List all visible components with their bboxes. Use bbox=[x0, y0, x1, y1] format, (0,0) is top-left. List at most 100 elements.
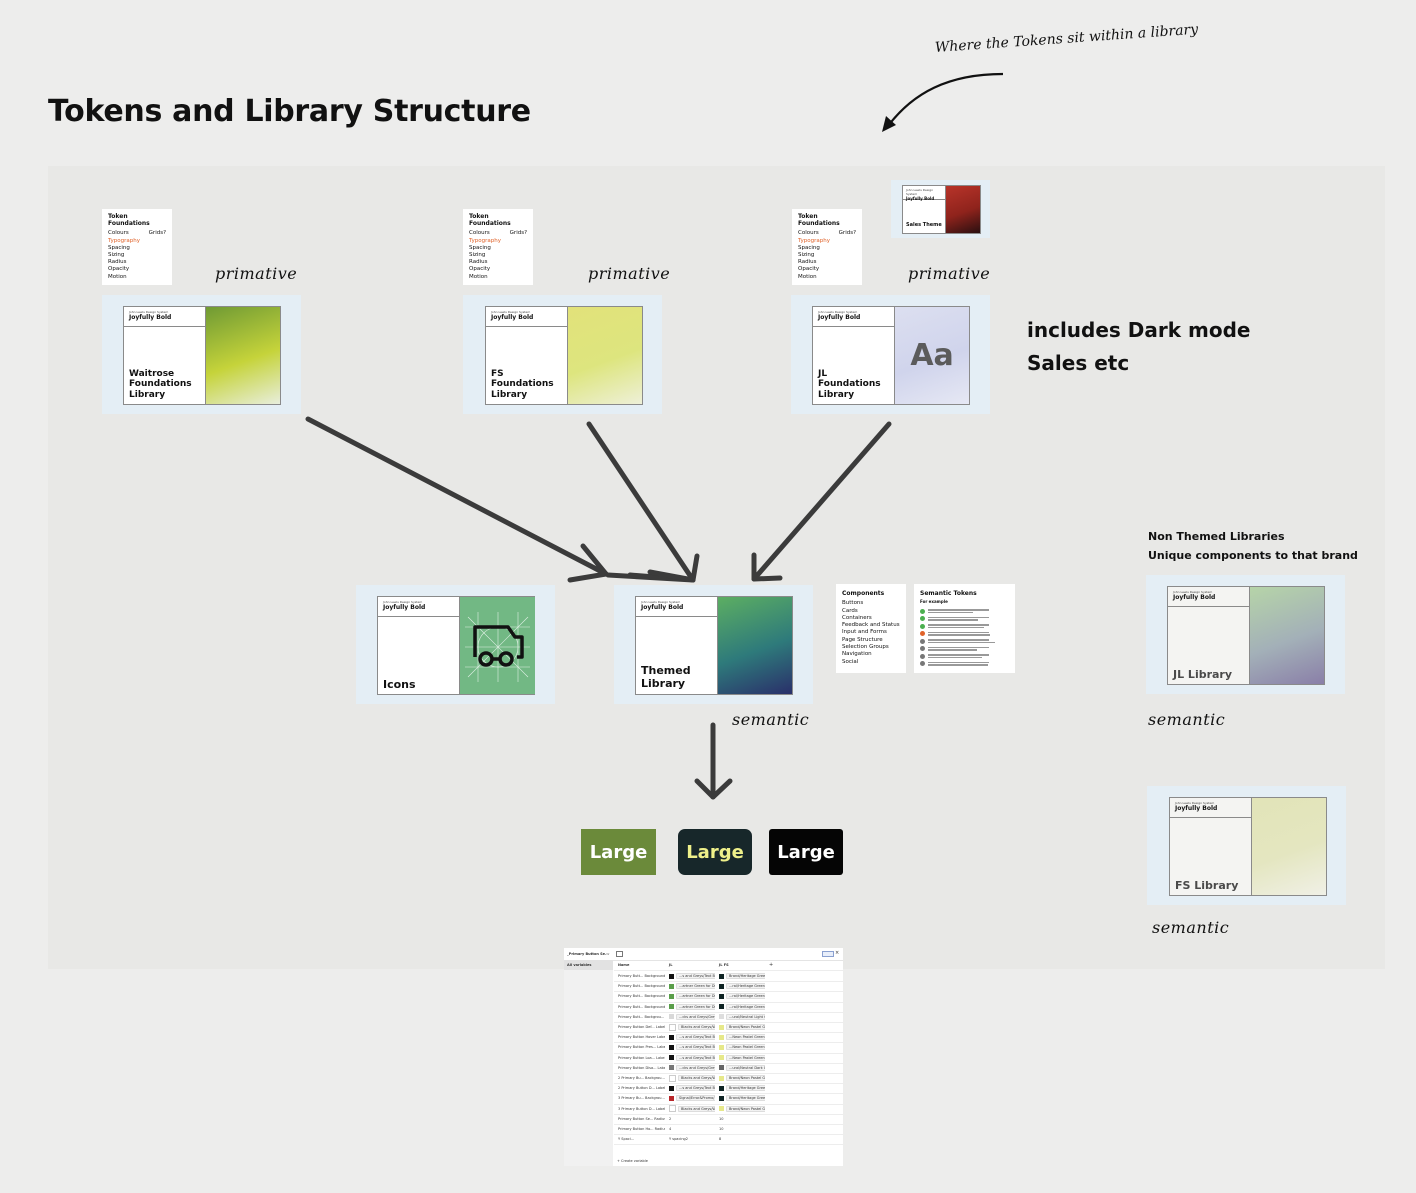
variable-value-fs[interactable]: Brand/Heritage Green bbox=[715, 1095, 765, 1102]
variable-name[interactable]: 2 Primary Bu... Backgrou... bbox=[614, 1076, 665, 1080]
variable-value-fs[interactable]: ...Neon Pastel Green 90% bbox=[715, 1054, 765, 1061]
variable-name[interactable]: Primary Butt... Background bbox=[614, 1005, 665, 1009]
variable-name[interactable]: Primary Butt... Background bbox=[614, 984, 665, 988]
variable-value-fs[interactable]: Brand/Neon Pastel Green bbox=[715, 1024, 765, 1031]
variable-value-jl[interactable]: 4 bbox=[665, 1127, 715, 1131]
variable-value-fs[interactable]: ...Neon Pastel Green 90% bbox=[715, 1044, 765, 1051]
variable-value-fs[interactable]: 8 bbox=[715, 1137, 765, 1141]
variable-name[interactable]: Primary Button Ho... Radius bbox=[614, 1127, 665, 1131]
collection-selector[interactable]: _Primary Button Se... bbox=[567, 952, 609, 956]
variable-value-jl[interactable]: Blacks and Greys/White bbox=[665, 1105, 715, 1113]
variable-row[interactable]: Primary Button Loa... Label...s and Grey… bbox=[614, 1053, 843, 1064]
variable-value-fs[interactable]: ...ural/Neutral Dark Grey bbox=[715, 1064, 765, 1071]
variable-value-fs[interactable]: Brand/Heritage Green bbox=[715, 1085, 765, 1092]
variable-value-fs[interactable]: 10 bbox=[715, 1127, 765, 1131]
variable-row[interactable]: Primary Button Disa... Label...cks and G… bbox=[614, 1063, 843, 1074]
variable-row[interactable]: Primary Butt... Background...artner Gree… bbox=[614, 1002, 843, 1013]
variable-value: ...Neon Pastel Green 90% bbox=[726, 1034, 765, 1041]
variable-value-fs[interactable]: ...Neon Pastel Green 90% bbox=[715, 1034, 765, 1041]
variable-row[interactable]: Primary Butt... Background...artner Gree… bbox=[614, 991, 843, 1003]
variable-value-jl[interactable]: ...cks and Greys/Grey 20 bbox=[665, 1013, 715, 1020]
variable-name[interactable]: Primary Button Pres... Label bbox=[614, 1045, 665, 1049]
mode-badge[interactable] bbox=[822, 951, 834, 957]
variable-value-fs[interactable]: ...ral/Heritage Green 90% bbox=[715, 1003, 765, 1010]
variable-row[interactable]: 2 Primary Bu... Backgrou...Blacks and Gr… bbox=[614, 1073, 843, 1085]
variable-value-jl[interactable]: Y spacing2 bbox=[665, 1137, 715, 1141]
variable-value-jl[interactable]: ...s and Greys/Text Black bbox=[665, 1054, 715, 1061]
variable-row[interactable]: 2 Primary Button D... Label...s and Grey… bbox=[614, 1083, 843, 1095]
large-button-green[interactable]: Large bbox=[581, 829, 656, 875]
variable-value-fs[interactable]: ...ural/Neutral Light Grey bbox=[715, 1013, 765, 1020]
sidebar-item-all-variables[interactable]: All variables bbox=[564, 960, 613, 970]
variable-row[interactable]: Primary Butt... Background...s and Greys… bbox=[614, 971, 843, 983]
brand-small: John Lewis Design System bbox=[129, 310, 169, 314]
variable-value-jl[interactable]: Blacks and Greys/White bbox=[665, 1023, 715, 1031]
variable-value-fs[interactable]: ...ral/Heritage Green 90% bbox=[715, 993, 765, 1000]
variable-row[interactable]: 3 Primary Bu... Backgrou...Signal/Error&… bbox=[614, 1093, 843, 1105]
variable-name[interactable]: Primary Button Disa... Label bbox=[614, 1066, 665, 1070]
variable-name[interactable]: Primary Butt... Background bbox=[614, 994, 665, 998]
more-icon[interactable]: — bbox=[606, 951, 610, 955]
variable-value-jl[interactable]: ...s and Greys/Text Black bbox=[665, 1085, 715, 1092]
variable-value-jl[interactable]: ...artner Green for Digital bbox=[665, 983, 715, 990]
variable-row[interactable]: Primary Butt... Background...artner Gree… bbox=[614, 981, 843, 993]
sidebar-toggle-icon[interactable] bbox=[616, 951, 623, 957]
variable-value-jl[interactable]: ...artner Green for Digital bbox=[665, 1003, 715, 1010]
variable-row[interactable]: Primary Button Pres... Label...s and Gre… bbox=[614, 1042, 843, 1054]
variable-row[interactable]: Primary Button Hover Label...s and Greys… bbox=[614, 1032, 843, 1044]
variable-value-jl[interactable]: Blacks and Greys/White bbox=[665, 1074, 715, 1082]
library-name-line: Foundations bbox=[491, 379, 554, 389]
variable-value-fs[interactable]: Brand/Neon Pastel Green bbox=[715, 1075, 765, 1082]
large-button-black[interactable]: Large bbox=[769, 829, 843, 875]
variable-name[interactable]: Primary Butt... Backgrou... bbox=[614, 1015, 665, 1019]
variable-value-jl[interactable]: ...s and Greys/Text Black bbox=[665, 973, 715, 980]
variable-value-jl[interactable]: ...s and Greys/Text Black bbox=[665, 1044, 715, 1051]
variable-name[interactable]: Primary Button Loa... Label bbox=[614, 1056, 665, 1060]
variable-value-jl[interactable]: 2 bbox=[665, 1117, 715, 1121]
library-name-line: Themed bbox=[641, 664, 691, 677]
status-dot-icon bbox=[920, 653, 925, 659]
variable-name[interactable]: Primary Button Def... Label bbox=[614, 1025, 665, 1029]
variable-value-jl[interactable]: ...cks and Greys/Grey 50 bbox=[665, 1064, 715, 1071]
variable-name[interactable]: 3 Primary Button D... Label bbox=[614, 1107, 665, 1111]
token-text-placeholder bbox=[928, 646, 1009, 651]
variable-name[interactable]: Primary Button Hover Label bbox=[614, 1035, 665, 1039]
variable-name[interactable]: 2 Primary Button D... Label bbox=[614, 1086, 665, 1090]
variable-name[interactable]: 3 Primary Bu... Backgrou... bbox=[614, 1096, 665, 1100]
variable-value-jl[interactable]: Signal/Error&Promo/100 bbox=[665, 1095, 715, 1102]
create-variable-button[interactable]: + Create variable bbox=[617, 1159, 648, 1163]
variable-value-jl[interactable]: ...artner Green for Digital bbox=[665, 993, 715, 1000]
close-icon[interactable]: × bbox=[835, 950, 840, 956]
variable-row[interactable]: Primary Butt... Backgrou......cks and Gr… bbox=[614, 1012, 843, 1023]
library-name: JL Library bbox=[1173, 667, 1233, 681]
variable-value: Primary Button Def... Label bbox=[618, 1025, 665, 1030]
add-column-button[interactable]: + bbox=[769, 962, 774, 969]
token-foundations-heading: Token Foundations bbox=[798, 213, 840, 228]
variable-value-fs[interactable]: Brand/Neon Pastel Green bbox=[715, 1105, 765, 1112]
variable-value-jl[interactable]: ...s and Greys/Text Black bbox=[665, 1034, 715, 1041]
variable-name[interactable]: Y Spaci... bbox=[614, 1137, 665, 1141]
variable-value-fs[interactable]: ...ral/Heritage Green 90% bbox=[715, 983, 765, 990]
large-button-dark[interactable]: Large bbox=[678, 829, 752, 875]
variable-value-fs[interactable]: Brand/Heritage Green bbox=[715, 973, 765, 980]
variable-name[interactable]: Primary Butt... Background bbox=[614, 974, 665, 978]
variable-value-fs[interactable]: 10 bbox=[715, 1117, 765, 1121]
variable-name[interactable]: Primary Button Se... Radius bbox=[614, 1117, 665, 1121]
color-swatch bbox=[669, 1085, 674, 1091]
primitive-label: primative bbox=[215, 264, 298, 283]
